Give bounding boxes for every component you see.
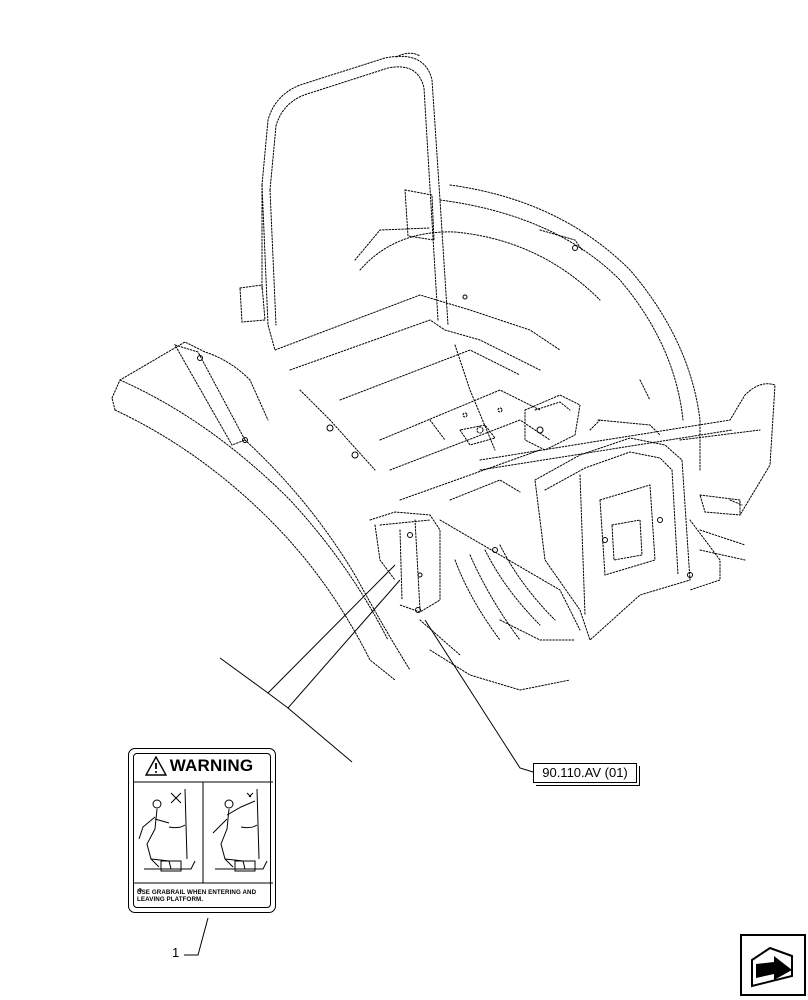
pictogram-incorrect (138, 788, 196, 872)
rear-rail (479, 383, 776, 591)
seat-box (534, 419, 691, 641)
decal-border (133, 753, 271, 908)
bolts (197, 245, 693, 613)
reference-link-90-110-av[interactable]: 90.110.AV (01) (533, 763, 640, 786)
pedal-area (419, 394, 581, 691)
platform-floor (274, 294, 561, 501)
decal-message: USE GRABRAIL WHEN ENTERING AND LEAVING P… (137, 889, 271, 903)
front-step (369, 511, 441, 613)
callout-1-leader (184, 917, 209, 956)
warning-triangle-icon (144, 755, 167, 776)
decal-leader-lower (287, 707, 353, 763)
decal-message-line2: LEAVING PLATFORM. (137, 896, 204, 903)
pictogram-correct (212, 788, 268, 872)
decal-leader-link (267, 579, 401, 709)
left-fender (111, 341, 411, 681)
right-fender (354, 184, 701, 471)
decal-header: WARNING (133, 753, 265, 778)
warning-decal: WARNING (128, 748, 276, 913)
callout-number-1: 1 (172, 945, 180, 960)
decal-message-line1: USE GRABRAIL WHEN ENTERING AND (137, 889, 257, 896)
rops-frame (239, 52, 449, 351)
reference-leader (424, 619, 534, 773)
next-page-arrow-icon[interactable] (740, 934, 806, 996)
decal-header-text: WARNING (169, 755, 254, 775)
leader-lines (184, 564, 534, 956)
decal-leader-upper (219, 564, 396, 694)
decal-pictograms (133, 781, 273, 892)
